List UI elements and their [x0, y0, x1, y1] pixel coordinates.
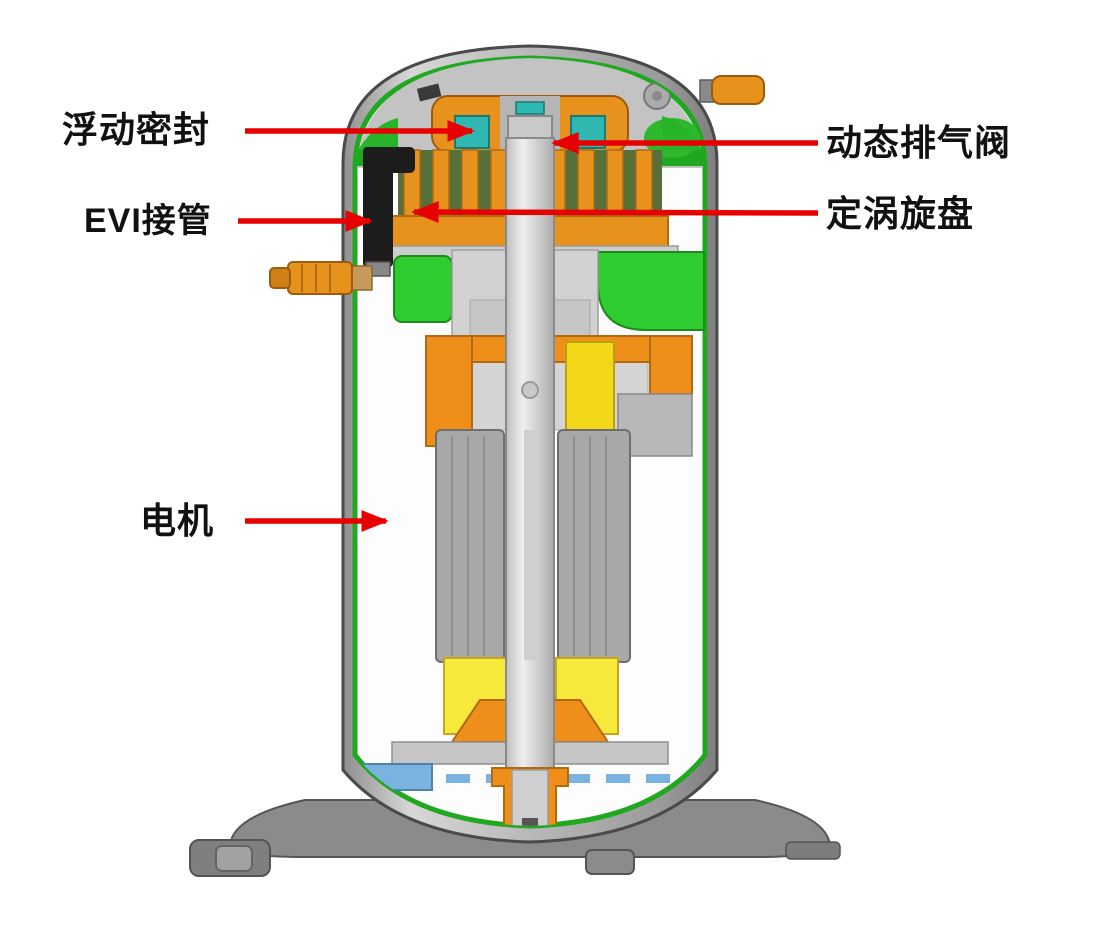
lower-bearing-oil	[359, 741, 670, 791]
callout-arrows	[238, 120, 819, 532]
label-dynamic-discharge-valve: 动态排气阀	[826, 122, 1012, 163]
green-frame-blocks	[393, 251, 705, 331]
label-fixed-scroll: 定涡旋盘	[826, 193, 975, 234]
evi-port-fitting	[269, 261, 373, 295]
evi-pipe-part	[363, 147, 415, 277]
crankshaft	[505, 137, 555, 823]
motor-stator	[435, 429, 631, 663]
counterweight	[425, 335, 693, 457]
discharge-port-fitting	[699, 75, 765, 105]
bottom-mount	[491, 767, 569, 826]
label-motor: 电机	[140, 500, 215, 541]
arrow-fixed-scroll	[411, 201, 819, 224]
label-evi-pipe: EVI接管	[84, 202, 212, 240]
label-floating-seal: 浮动密封	[62, 109, 211, 150]
